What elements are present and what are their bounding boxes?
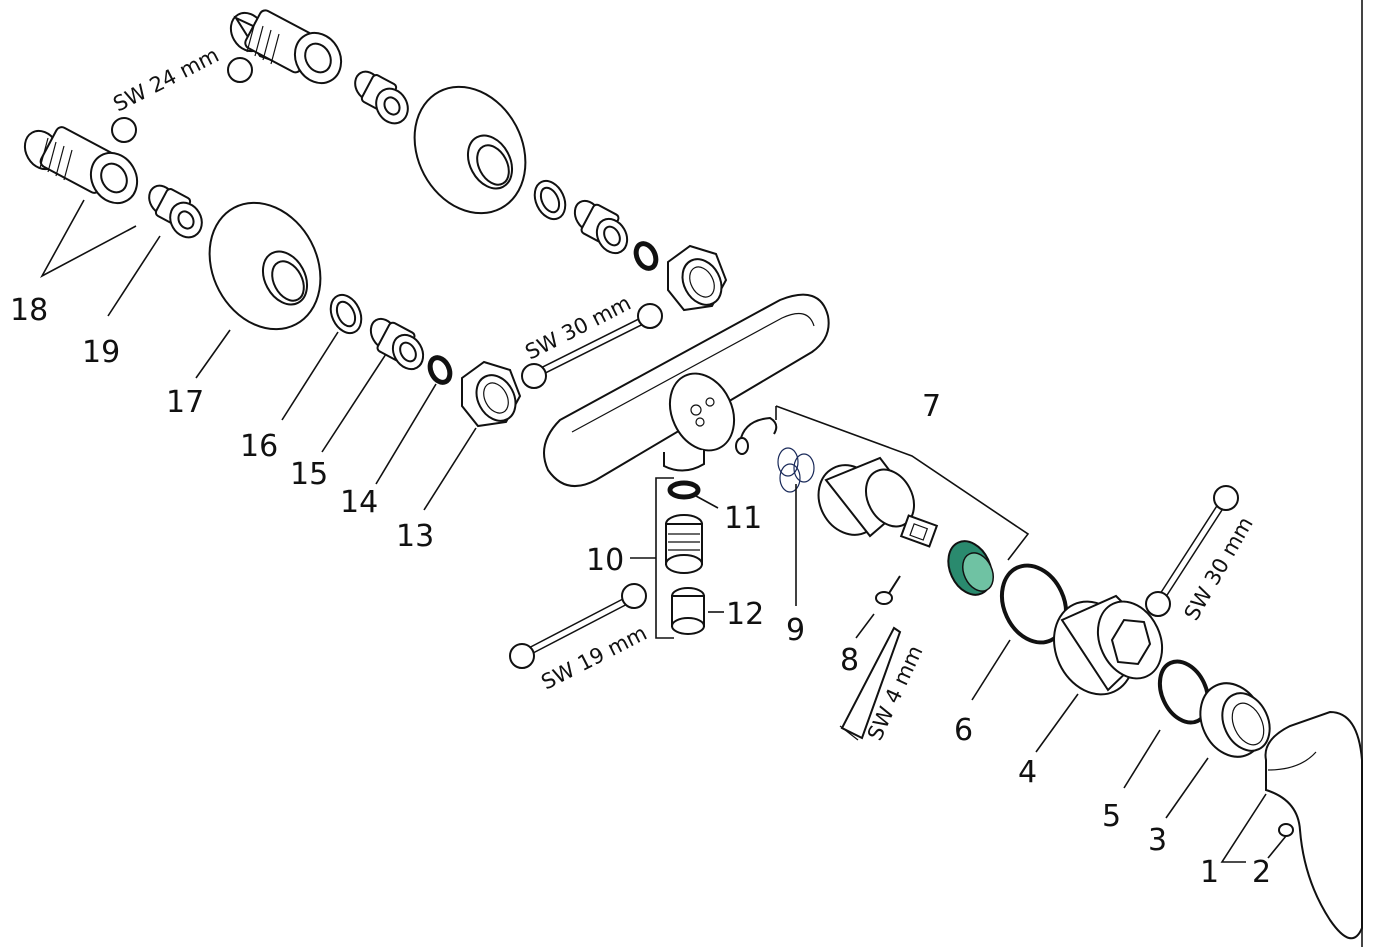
- label-7: 7: [922, 389, 941, 424]
- part-18-connector-upper: [229, 9, 343, 85]
- part-1-lever: [1264, 710, 1363, 940]
- part-7-clip: [735, 416, 778, 455]
- part-19-valve-lower: [148, 184, 203, 239]
- part-12-insert: [671, 587, 705, 635]
- part-17-escutcheon-lower: [208, 201, 322, 331]
- hex-key-4mm: [839, 626, 902, 741]
- part-6-oring: [999, 563, 1069, 645]
- wrench-sw30-left: [521, 303, 663, 389]
- label-3: 3: [1148, 823, 1167, 858]
- part-7-green-ring: [947, 540, 994, 596]
- label-6: 6: [954, 713, 973, 748]
- wrench-label-sw19: SW 19 mm: [537, 621, 650, 695]
- wrench-label-sw24: SW 24 mm: [109, 43, 222, 117]
- leader-lines: [39, 199, 1287, 863]
- part-15-adapter-lower: [369, 317, 425, 371]
- part-18-connector-lower: [23, 126, 139, 205]
- part-11-oring: [667, 480, 701, 500]
- wrench-label-sw30-right: SW 30 mm: [1180, 513, 1258, 625]
- part-7-cartridge: [817, 456, 939, 548]
- label-19: 19: [82, 335, 120, 370]
- label-9: 9: [786, 613, 805, 648]
- label-15: 15: [290, 457, 328, 492]
- part-4-sleeve: [1053, 594, 1164, 696]
- label-5: 5: [1102, 799, 1121, 834]
- label-16: 16: [240, 429, 278, 464]
- mixer-body: [543, 293, 830, 488]
- wrench-sw19: [509, 583, 647, 669]
- part-19-valve-upper: [354, 70, 409, 125]
- wrench-sw30-right: [1145, 485, 1239, 617]
- part-14-oring-upper: [633, 241, 659, 271]
- part-3-cover: [1199, 682, 1271, 758]
- part-13-nut-upper: [667, 244, 728, 312]
- part-16-washer-upper: [533, 179, 567, 221]
- part-9-seals: [777, 447, 815, 493]
- part-15-adapter-upper: [573, 199, 629, 255]
- label-10: 10: [586, 543, 624, 578]
- label-8: 8: [840, 643, 859, 678]
- label-11: 11: [724, 501, 762, 536]
- part-2-grub-screw: [1278, 823, 1294, 837]
- label-12: 12: [726, 597, 764, 632]
- label-14: 14: [340, 485, 378, 520]
- label-4: 4: [1018, 755, 1037, 790]
- label-13: 13: [396, 519, 434, 554]
- part-5-oring: [1157, 659, 1211, 725]
- part-13-nut-lower: [461, 360, 522, 428]
- label-2: 2: [1252, 855, 1271, 890]
- label-18: 18: [10, 293, 48, 328]
- part-16-washer-lower: [329, 293, 363, 335]
- part-14-oring-lower: [427, 355, 453, 385]
- wrench-sw24: [111, 57, 253, 143]
- part-17-escutcheon-upper: [413, 85, 527, 215]
- label-17: 17: [166, 385, 204, 420]
- part-8-screw: [875, 575, 901, 605]
- part-10-adapter: [665, 514, 703, 574]
- label-1: 1: [1200, 855, 1219, 890]
